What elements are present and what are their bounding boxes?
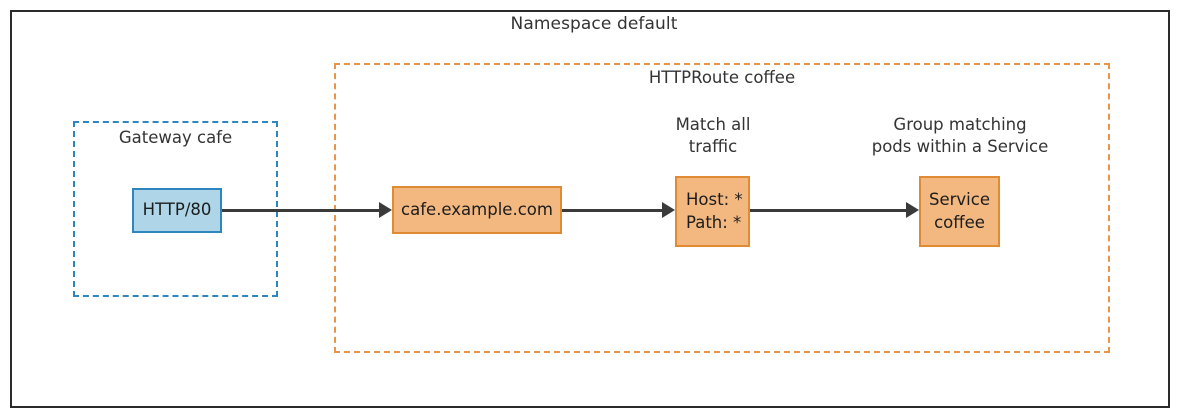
edge-hostname-to-match <box>562 209 663 212</box>
gateway-group-label: Gateway cafe <box>118 128 233 147</box>
edge-listener-to-hostname <box>222 209 380 212</box>
annotation-group-matching-pods: Group matching pods within a Service <box>871 115 1049 156</box>
node-service-coffee: Service coffee <box>919 176 1000 247</box>
httproute-group-boundary <box>334 63 1110 353</box>
arrowhead-icon-3 <box>906 202 919 218</box>
node-listener-http80: HTTP/80 <box>132 188 222 233</box>
namespace-title-wrapper: Namespace default <box>0 14 1188 34</box>
node-match-host-path: Host: * Path: * <box>675 176 750 247</box>
annotation-match-all-traffic: Match all traffic <box>675 115 751 156</box>
httproute-group-label: HTTPRoute coffee <box>648 68 796 87</box>
node-hostname-cafe-example-com: cafe.example.com <box>392 186 562 234</box>
edge-match-to-service <box>750 209 907 212</box>
arrowhead-icon-1 <box>379 202 392 218</box>
arrowhead-icon-2 <box>662 202 675 218</box>
namespace-title: Namespace default <box>510 14 678 34</box>
